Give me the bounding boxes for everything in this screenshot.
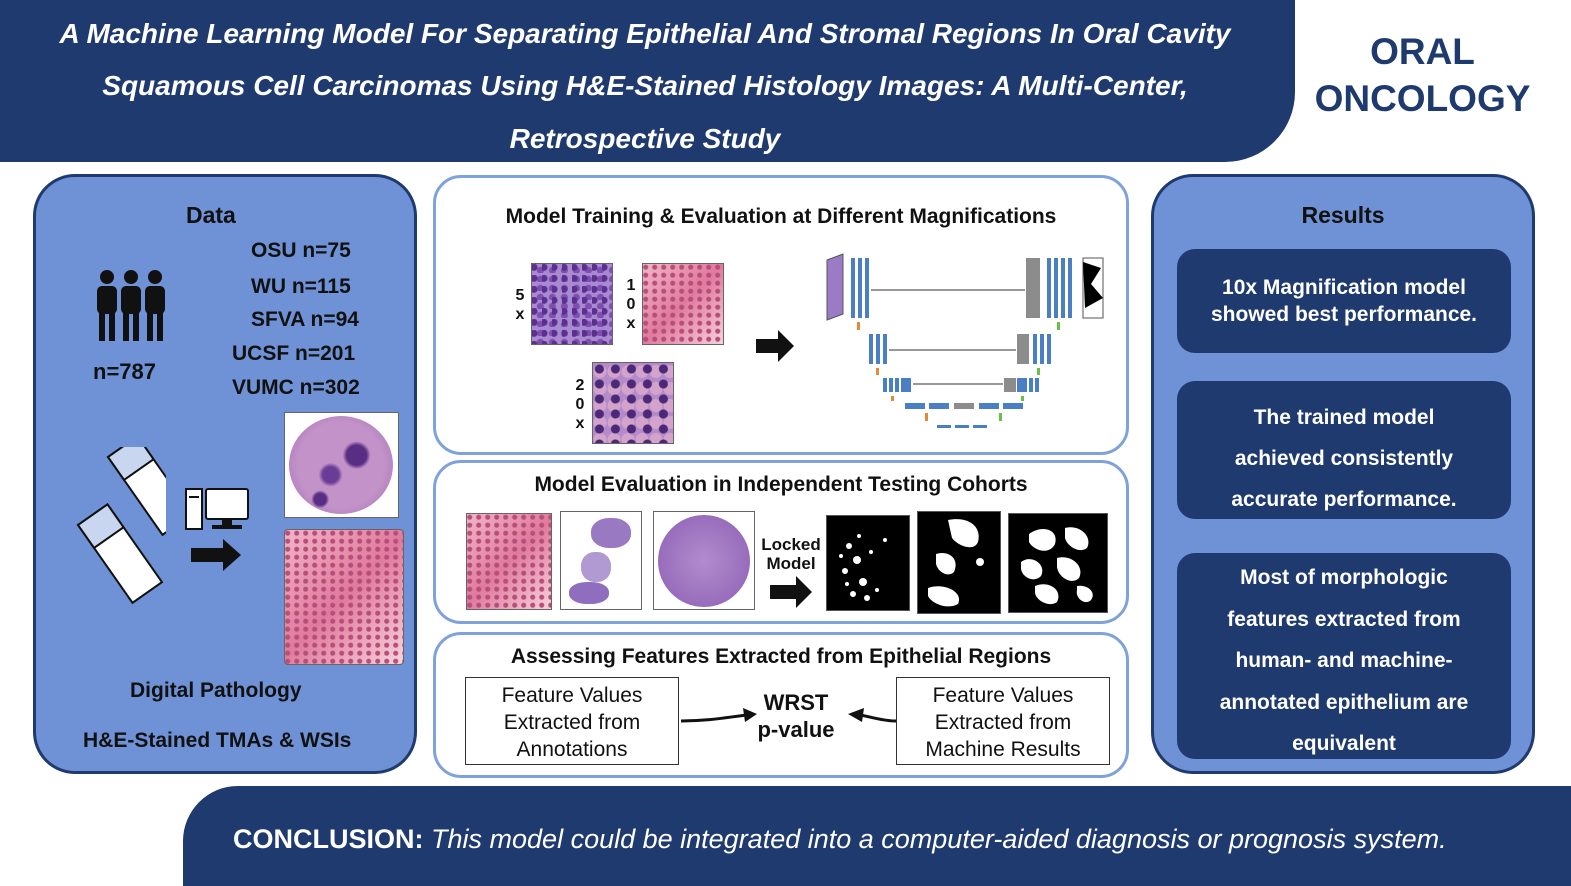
title-banner: A Machine Learning Model For Separating … (0, 0, 1295, 162)
conclusion-text: CONCLUSION: This model could be integrat… (233, 824, 1447, 855)
result-3-line-2: features extracted from (1227, 607, 1461, 631)
machine-line-1: Feature Values (932, 684, 1074, 707)
cohort-osu: OSU n=75 (251, 239, 351, 262)
mag-5x-label: 5 x (515, 287, 525, 323)
people-icon (97, 270, 165, 341)
title-line-2: Squamous Cell Carcinomas Using H&E-Stain… (102, 70, 1188, 101)
results-panel: Results 10x Magnification model showed b… (1151, 174, 1535, 774)
machine-features-box: Feature Values Extracted from Machine Re… (896, 677, 1110, 765)
right-arrow-icon (770, 576, 812, 608)
evaluation-title: Model Evaluation in Independent Testing … (534, 473, 1028, 496)
computer-icon (185, 488, 249, 530)
result-2-line-2: achieved consistently (1234, 447, 1454, 470)
machine-line-3: Machine Results (925, 738, 1081, 761)
wrst-line-1: WRST (763, 690, 829, 715)
mask-result-2 (917, 511, 1001, 614)
conclusion-statement: This model could be integrated into a co… (431, 824, 1447, 854)
data-panel: Data OSU n=75 WU n=115 SFVA n=94 UCSF n=… (33, 174, 417, 774)
result-3-line-4: annotated epithelium are (1219, 690, 1469, 714)
left-to-center-arrow (680, 708, 757, 723)
mag-20x-label: 2 0 x (575, 377, 585, 432)
annotation-line-1: Feature Values (501, 684, 643, 707)
glass-slides-icon (76, 447, 166, 605)
locked-model-label: Locked Model (756, 535, 826, 573)
tma-core-image (284, 412, 399, 518)
cohort-wu: WU n=115 (251, 275, 351, 298)
result-1-line-2: showed best performance. (1210, 303, 1478, 326)
unet-diagram (826, 253, 1104, 428)
title-line-3: Retrospective Study (509, 123, 781, 154)
mask-result-1 (826, 515, 910, 611)
result-2-line-1: The trained model (1253, 406, 1435, 429)
cohort-sfva: SFVA n=94 (251, 308, 359, 331)
digital-pathology-label: Digital Pathology (130, 679, 302, 702)
journal-logo-line-1: ORAL (1370, 31, 1475, 72)
result-3-line-5: equivalent (1292, 732, 1396, 755)
journal-logo: ORAL ONCOLOGY (1300, 28, 1545, 122)
features-box: Assessing Features Extracted from Epithe… (433, 632, 1129, 778)
training-box: Model Training & Evaluation at Different… (433, 175, 1129, 455)
machine-line-2: Extracted from (934, 711, 1072, 734)
patch-10x (642, 263, 724, 345)
total-count: n=787 (93, 359, 156, 384)
annotation-line-3: Annotations (516, 738, 628, 761)
annotation-features-box: Feature Values Extracted from Annotation… (465, 677, 679, 765)
test-wsi-2 (560, 511, 642, 610)
mag-10x-label: 1 0 x (626, 277, 636, 332)
test-wsi-1 (466, 513, 552, 610)
data-title: Data (186, 202, 236, 228)
mask-result-3 (1008, 513, 1108, 613)
annotation-line-2: Extracted from (503, 711, 641, 734)
test-tma-core (653, 511, 755, 610)
features-title: Assessing Features Extracted from Epithe… (510, 645, 1052, 668)
locked-line-1: Locked (761, 535, 821, 554)
wrst-pvalue-label: WRST p-value (736, 689, 856, 743)
result-1: 10x Magnification model showed best perf… (1177, 249, 1511, 353)
evaluation-box: Model Evaluation in Independent Testing … (433, 460, 1129, 624)
patch-5x (531, 263, 613, 345)
result-3: Most of morphologic features extracted f… (1177, 553, 1511, 759)
right-arrow-icon (191, 539, 241, 571)
wsi-image (284, 529, 404, 665)
result-3-line-3: human- and machine- (1235, 649, 1453, 672)
result-2-line-3: accurate performance. (1231, 488, 1457, 511)
right-to-center-arrow (848, 708, 897, 723)
patch-20x (592, 362, 674, 444)
title-line-1: A Machine Learning Model For Separating … (59, 18, 1231, 49)
locked-line-2: Model (766, 554, 816, 573)
result-1-line-1: 10x Magnification model (1222, 276, 1466, 299)
training-title: Model Training & Evaluation at Different… (505, 205, 1057, 228)
cohort-vumc: VUMC n=302 (232, 376, 360, 399)
results-title: Results (1301, 202, 1385, 228)
wrst-line-2: p-value (757, 717, 835, 742)
right-arrow-icon (756, 330, 794, 362)
result-2: The trained model achieved consistently … (1177, 381, 1511, 519)
journal-logo-line-2: ONCOLOGY (1314, 78, 1531, 119)
conclusion-label: CONCLUSION: (233, 824, 424, 854)
stain-type-label: H&E-Stained TMAs & WSIs (83, 729, 352, 752)
conclusion-banner: CONCLUSION: This model could be integrat… (183, 786, 1571, 886)
cohort-ucsf: UCSF n=201 (232, 342, 356, 365)
result-3-line-1: Most of morphologic (1240, 566, 1448, 589)
